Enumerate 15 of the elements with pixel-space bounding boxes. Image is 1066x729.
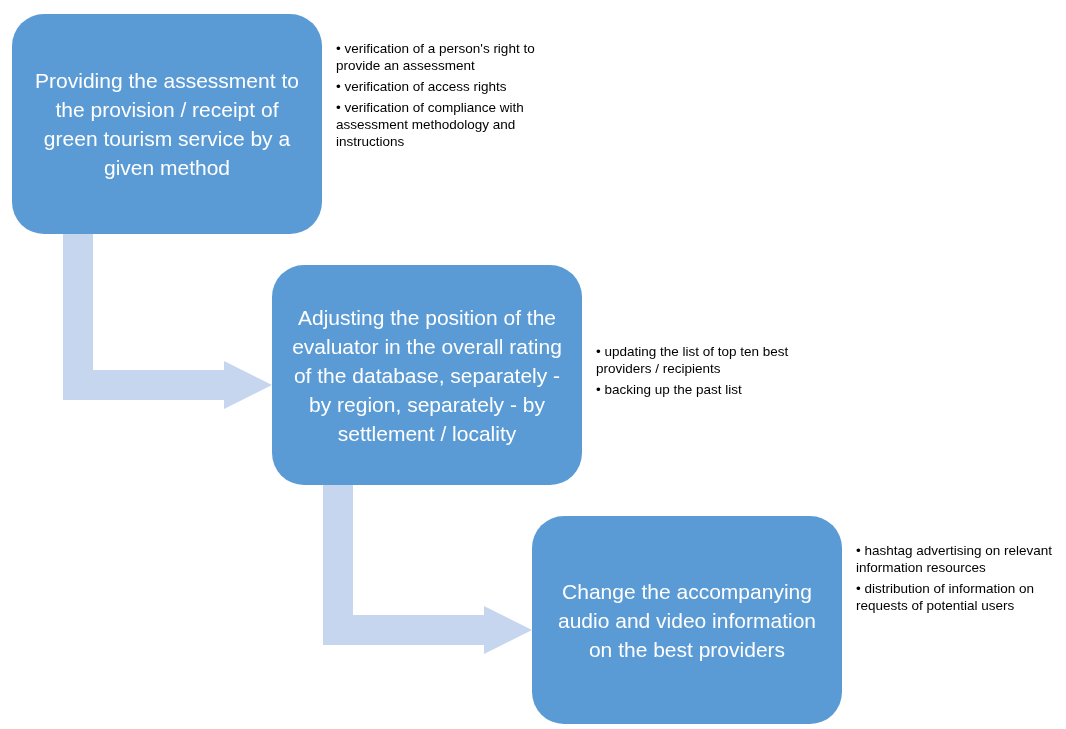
bent-arrow xyxy=(323,485,532,654)
process-box xyxy=(272,265,582,485)
bullet-item: • verification of a person's right to provide an assessment xyxy=(336,40,536,74)
bullet-item: • distribution of information on requests of potential users xyxy=(856,580,1036,614)
step-text: Providing the assessment to the provision / receipt of green tourism service by a given method xyxy=(34,68,300,181)
bullet-item: • backing up the past list xyxy=(596,381,743,398)
step-text: Change the accompanying audio and video information on the best providers xyxy=(557,578,817,663)
bent-arrow xyxy=(63,234,272,409)
process-box xyxy=(532,516,842,724)
bullet-item: • updating the list of top ten best providers / recipients xyxy=(596,343,790,377)
bullet-item: • verification of compliance with assessment methodology and instructions xyxy=(336,99,525,150)
bullet-item: • hashtag advertising on relevant information resources xyxy=(856,542,1054,576)
process-box xyxy=(12,14,322,234)
bullet-item: • verification of access rights xyxy=(336,78,508,95)
step-text: Adjusting the position of the evaluator in the overall rating of the database, separately - by region, separately - by settlement / locality xyxy=(291,304,563,447)
